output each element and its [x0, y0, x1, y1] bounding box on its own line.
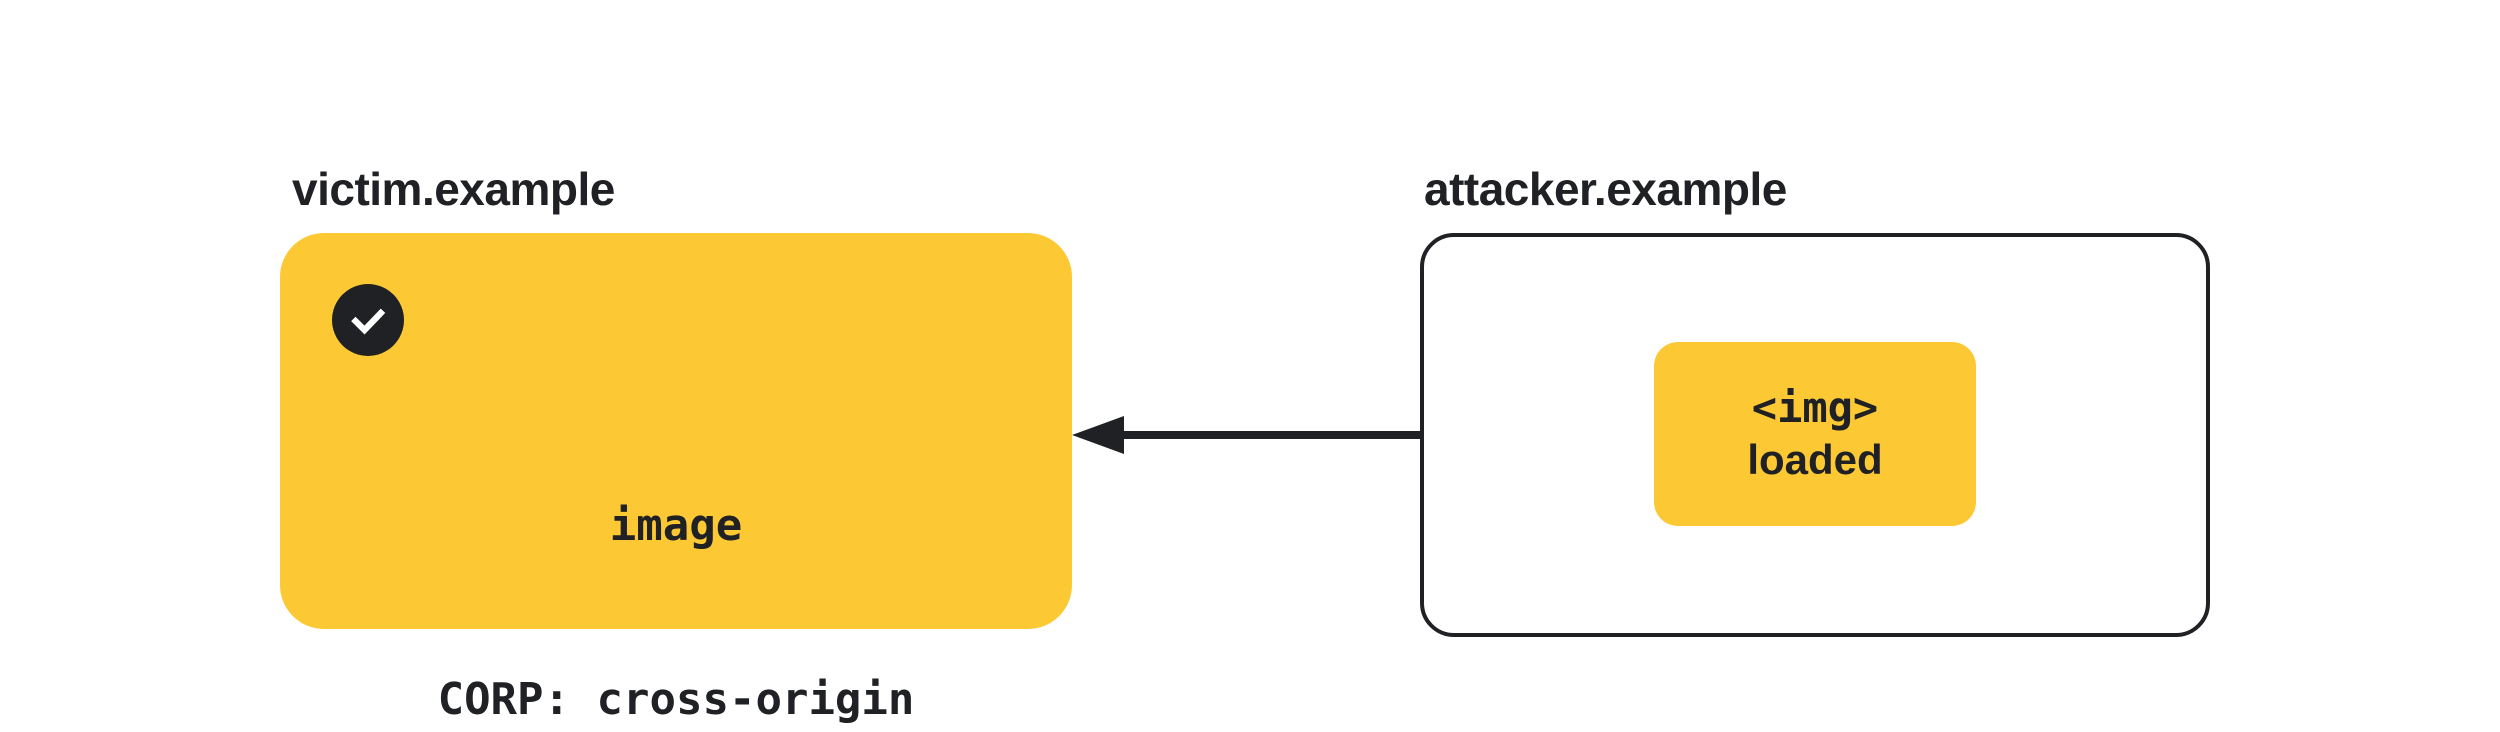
attacker-domain-label: attacker.example [1424, 163, 1787, 215]
img-tag-label: <img> [1751, 383, 1879, 432]
victim-domain-label: victim.example [292, 163, 615, 215]
loaded-status-label: loaded [1747, 436, 1883, 483]
victim-resource-box: image CORP: cross-origin [280, 233, 1072, 725]
victim-resource-text: image CORP: cross-origin [280, 381, 1072, 732]
img-loaded-box: <img> loaded [1654, 342, 1976, 526]
resource-type-label: image [609, 500, 743, 551]
checkmark-icon [332, 284, 404, 356]
corp-header-label: CORP: cross-origin [437, 674, 915, 725]
attacker-page-box: <img> loaded [1420, 233, 2210, 637]
